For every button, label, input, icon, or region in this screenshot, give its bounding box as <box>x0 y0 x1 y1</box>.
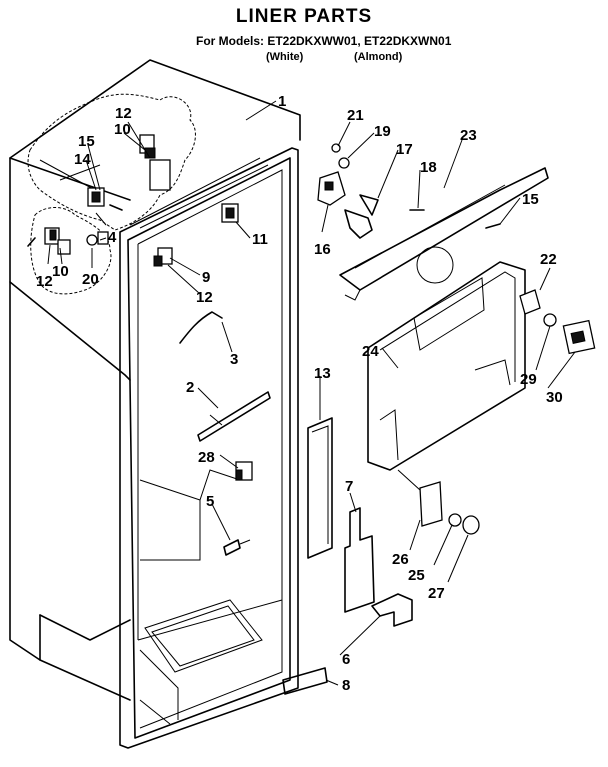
wiring-harness <box>27 93 196 295</box>
callout-8: 8 <box>342 677 350 694</box>
callout-14: 14 <box>74 151 91 168</box>
callout-2: 2 <box>186 379 194 396</box>
callout-10-left: 10 <box>52 263 69 280</box>
callout-15: 15 <box>78 133 95 150</box>
callout-13: 13 <box>314 365 331 382</box>
callout-24: 24 <box>362 343 379 360</box>
callout-9: 9 <box>202 269 210 286</box>
callout-19: 19 <box>374 123 391 140</box>
callout-22: 22 <box>540 251 557 268</box>
callout-28: 28 <box>198 449 215 466</box>
liner-cabinet <box>9 59 301 749</box>
callout-30: 30 <box>546 389 563 406</box>
diagram-title: LINER PARTS <box>235 6 373 27</box>
callout-20: 20 <box>82 271 99 288</box>
color-almond-label: (Almond) <box>354 51 403 63</box>
evaporator-cover <box>317 143 549 301</box>
callout-1: 1 <box>278 93 286 110</box>
callout-12-socket: 12 <box>196 289 213 306</box>
callout-5: 5 <box>206 493 214 510</box>
callout-10: 10 <box>114 121 131 138</box>
callout-numbers: 1 12 10 15 14 4 12 10 20 11 9 12 3 2 28 … <box>36 93 563 694</box>
callout-6: 6 <box>342 651 350 668</box>
callout-29: 29 <box>520 371 537 388</box>
callout-23: 23 <box>460 127 477 144</box>
part-glyphs <box>27 134 271 556</box>
callout-12-left: 12 <box>36 273 53 290</box>
control-panel <box>367 261 596 535</box>
callout-7: 7 <box>345 478 353 495</box>
callout-18: 18 <box>420 159 437 176</box>
loose-panels <box>282 417 413 695</box>
leader-lines <box>47 100 576 686</box>
callout-16: 16 <box>314 241 331 258</box>
models-line: For Models: ET22DKXWW01, ET22DKXWN01 <box>196 34 452 48</box>
color-white-label: (White) <box>266 51 304 63</box>
callout-26: 26 <box>392 551 409 568</box>
callout-4: 4 <box>108 229 117 246</box>
callout-21: 21 <box>347 107 364 124</box>
callout-27: 27 <box>428 585 445 602</box>
callout-25: 25 <box>408 567 425 584</box>
callout-12: 12 <box>115 105 132 122</box>
callout-17: 17 <box>396 141 413 158</box>
callout-15-right: 15 <box>522 191 539 208</box>
callout-11: 11 <box>252 231 268 248</box>
callout-3: 3 <box>230 351 238 368</box>
